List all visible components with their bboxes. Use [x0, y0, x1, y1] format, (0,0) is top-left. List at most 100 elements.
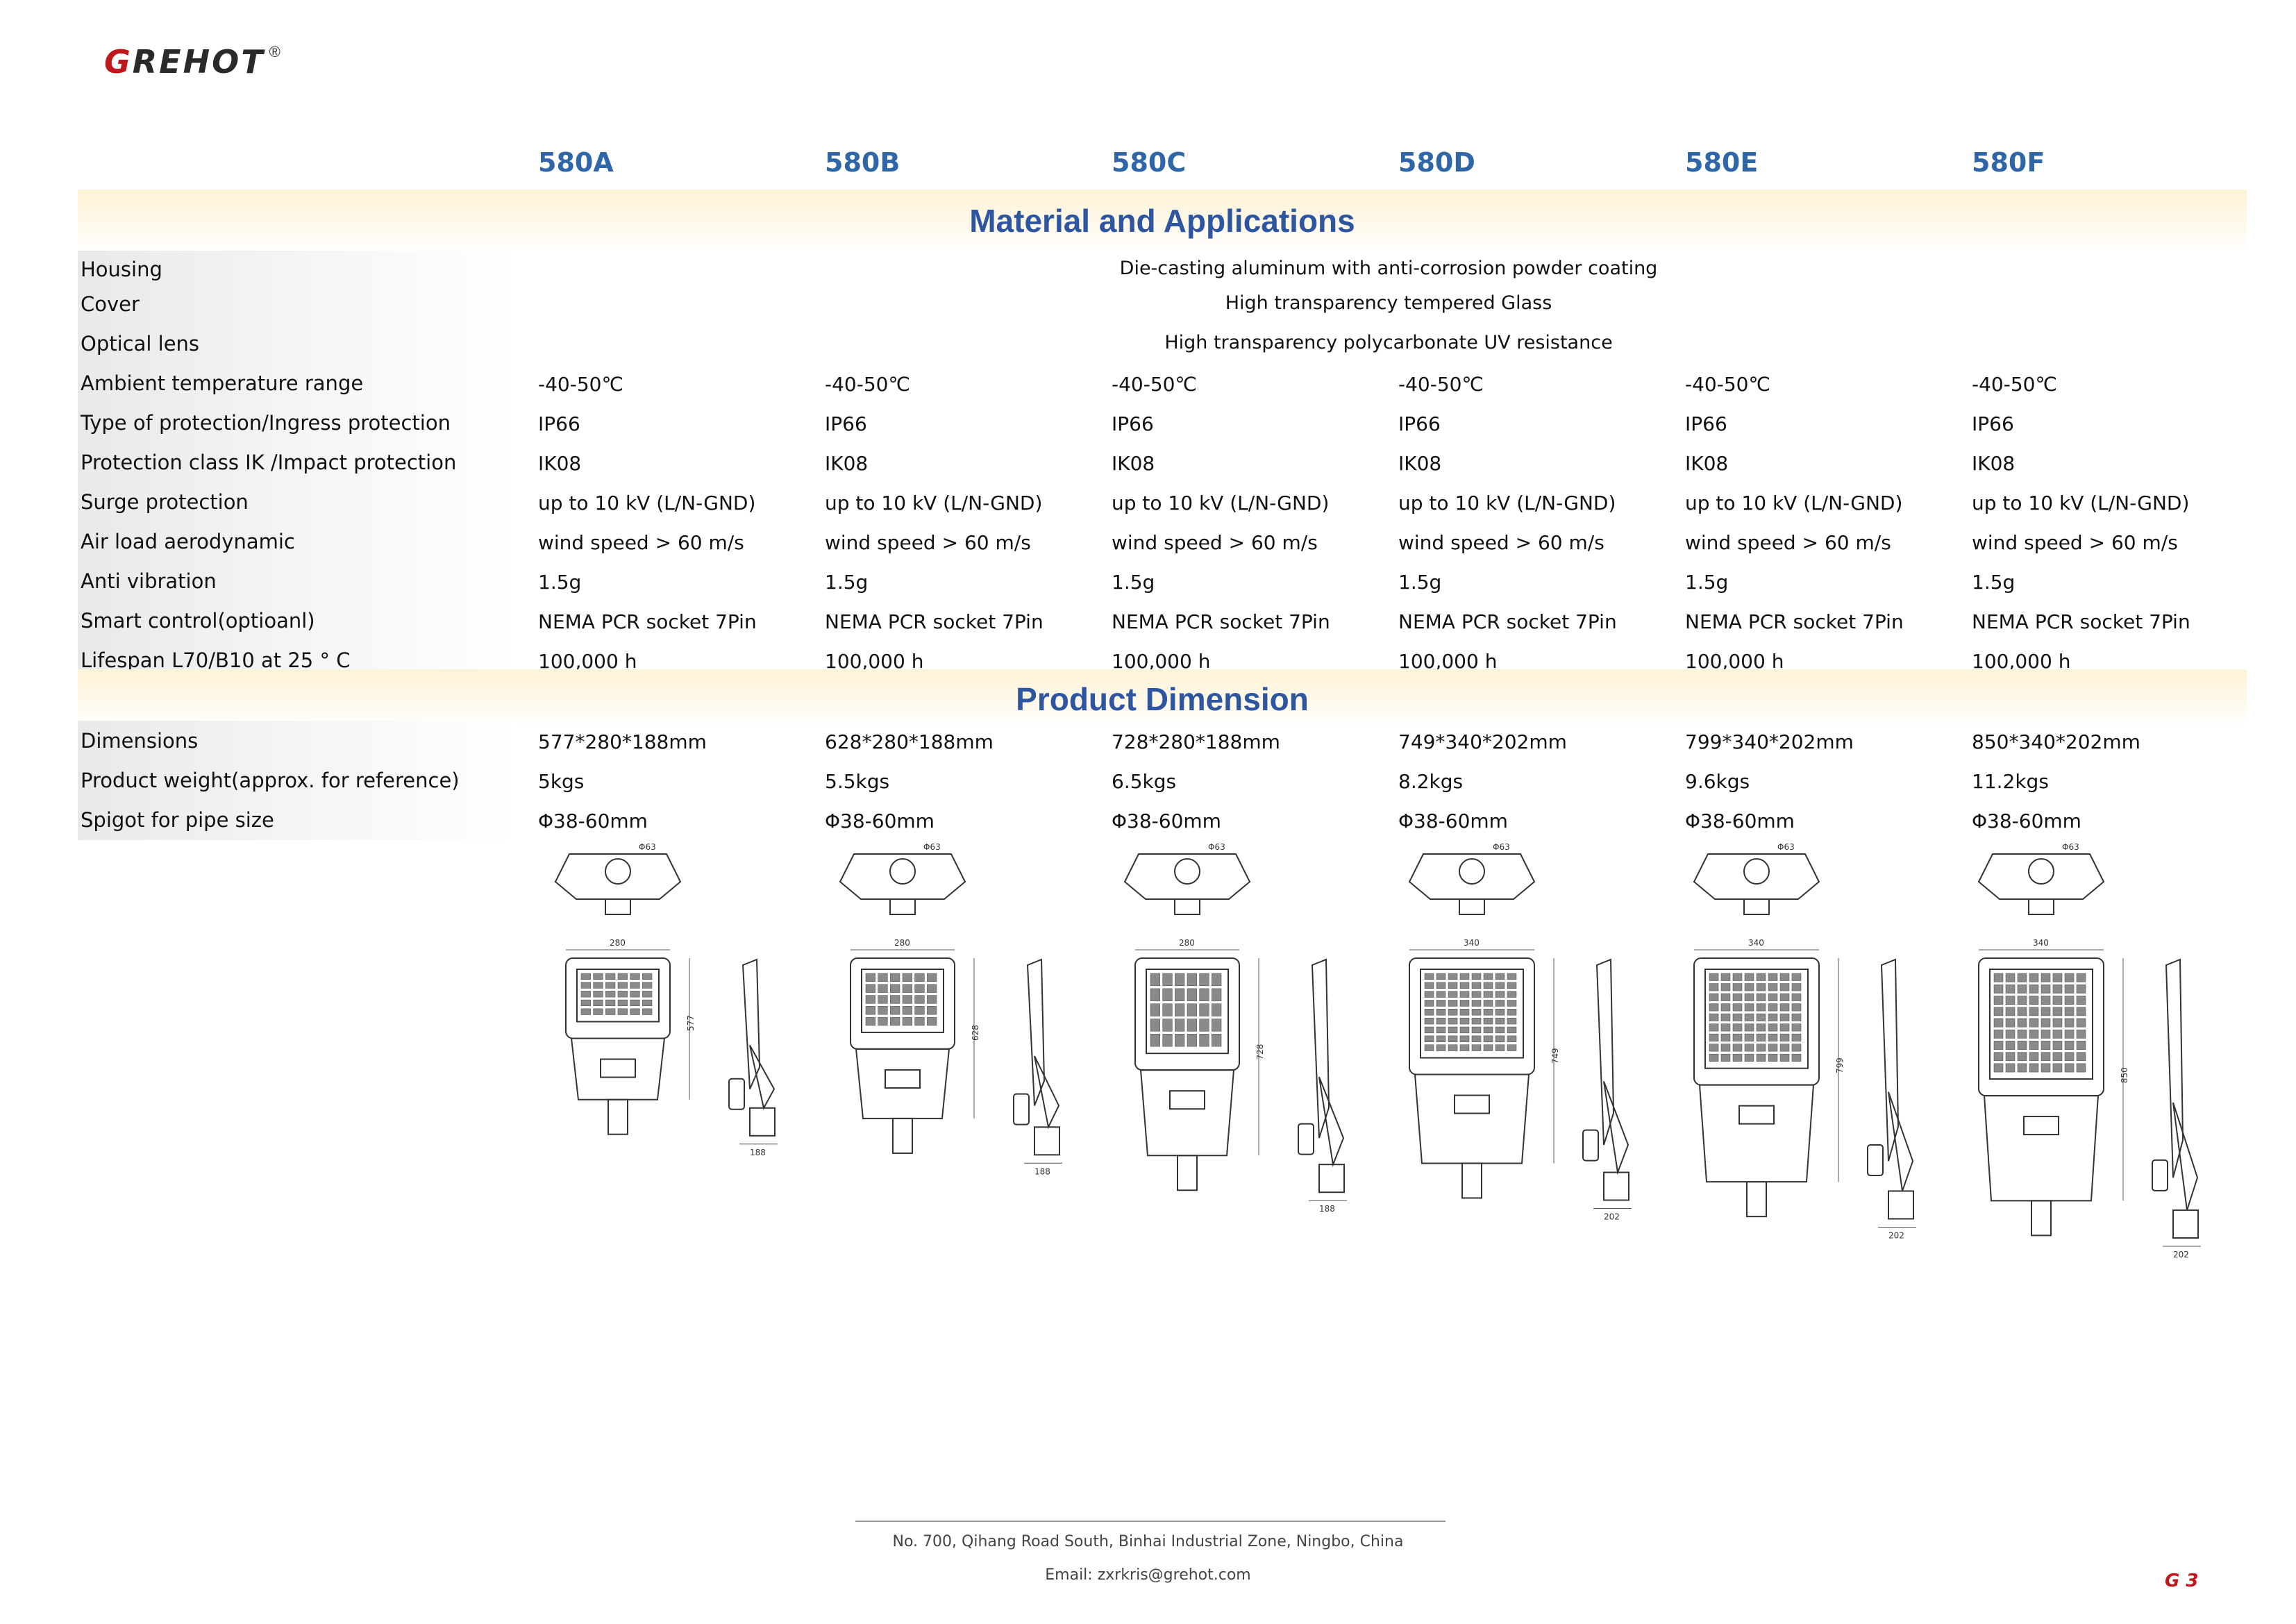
led-chip: [2017, 996, 2027, 1005]
led-chip: [2005, 984, 2016, 994]
led-chip: [2005, 973, 2016, 982]
led-chip: [1732, 993, 1743, 1001]
model-header-row: 580A 580B 580C 580D 580E 580F: [0, 147, 2296, 189]
led-chip: [1993, 973, 2004, 982]
led-chip: [1212, 973, 1222, 987]
cell-580D: up to 10 kV (L/N-GND): [1398, 492, 1616, 514]
led-chip: [580, 991, 591, 998]
led-chip: [1507, 1017, 1517, 1025]
material-section-title: Material and Applications: [969, 203, 1355, 239]
row-label: Spigot for pipe size: [81, 808, 274, 832]
label-plate: [600, 1058, 636, 1078]
width-dim-label: 280: [894, 938, 910, 948]
led-chip: [914, 995, 925, 1004]
led-chip: [1756, 993, 1766, 1001]
led-chip: [630, 1008, 640, 1015]
lamp-body: [855, 1048, 950, 1119]
led-chip: [1791, 983, 1802, 991]
cell-580A: IK08: [538, 452, 582, 475]
led-chip: [1459, 1035, 1470, 1042]
led-chip: [1756, 1033, 1766, 1041]
led-chip: [1495, 1000, 1505, 1007]
pipe-diameter-label: Φ63: [1208, 842, 1225, 852]
led-chip: [1483, 1009, 1493, 1016]
depth-dim-label: 202: [2173, 1250, 2189, 1259]
led-chip: [2005, 1052, 2016, 1062]
led-chip: [1424, 1000, 1434, 1007]
led-chip: [2064, 1018, 2075, 1028]
cell-580C: IK08: [1112, 452, 1155, 475]
led-chip: [1495, 991, 1505, 998]
row-shared-value: High transparency tempered Glass: [1225, 292, 1552, 314]
led-chip: [2052, 973, 2063, 982]
row-label: Smart control(optioanl): [81, 609, 315, 633]
led-chip: [1495, 1009, 1505, 1016]
pipe-diameter-label: Φ63: [2062, 842, 2079, 852]
led-chip: [878, 973, 888, 982]
led-chip: [1436, 1009, 1446, 1016]
side-view-spigot: [1888, 1190, 1914, 1220]
led-chip: [1212, 988, 1222, 1001]
cell-580C: -40-50℃: [1112, 373, 1197, 396]
led-chip: [1483, 1017, 1493, 1025]
led-chip: [1483, 1026, 1493, 1034]
width-dim-label: 280: [610, 938, 626, 948]
led-chip: [1993, 996, 2004, 1005]
led-chip: [2005, 1041, 2016, 1050]
led-chip: [2029, 996, 2039, 1005]
cell-580E: 100,000 h: [1685, 650, 1784, 673]
side-view-spigot: [1034, 1126, 1060, 1156]
led-chip: [1436, 991, 1446, 998]
led-chip: [2041, 984, 2051, 994]
cell-580E: up to 10 kV (L/N-GND): [1685, 492, 1903, 514]
led-chip: [593, 973, 603, 980]
led-panel: [861, 969, 944, 1033]
led-chip: [1720, 993, 1731, 1001]
led-chip: [1768, 1053, 1778, 1062]
led-chip: [1448, 1035, 1458, 1042]
led-chip: [1791, 1044, 1802, 1052]
led-chip: [1199, 973, 1209, 987]
led-chip: [2076, 1029, 2086, 1039]
led-chip: [1791, 973, 1802, 981]
side-view-head: [1595, 958, 1615, 1146]
led-chip: [1187, 988, 1197, 1001]
cell-580A: -40-50℃: [538, 373, 623, 396]
cell-580F: IP66: [1972, 412, 2014, 435]
cell-580B: up to 10 kV (L/N-GND): [825, 492, 1043, 514]
led-chip: [605, 982, 616, 989]
cell-580C: wind speed > 60 m/s: [1112, 531, 1318, 554]
led-chip: [1791, 1003, 1802, 1012]
led-chip: [1436, 1017, 1446, 1025]
led-chip: [2064, 984, 2075, 994]
led-chip: [1471, 973, 1482, 980]
led-panel: [1420, 969, 1524, 1059]
side-view-spigot: [1318, 1164, 1345, 1194]
led-chip: [1768, 983, 1778, 991]
led-chip: [2076, 1041, 2086, 1050]
lamp-body: [1983, 1095, 2100, 1202]
cell-580A: 100,000 h: [538, 650, 637, 673]
led-chip: [1495, 1035, 1505, 1042]
led-chip: [1768, 973, 1778, 981]
led-chip: [914, 1016, 925, 1026]
lamp-body: [1698, 1084, 1815, 1183]
led-chip: [617, 982, 628, 989]
led-chip: [1495, 1017, 1505, 1025]
led-chip: [878, 995, 888, 1004]
led-chip: [1187, 1034, 1197, 1047]
led-chip: [1993, 1063, 2004, 1073]
cell-580B: 1.5g: [825, 571, 869, 594]
led-panel: [1704, 969, 1809, 1069]
led-chip: [642, 991, 653, 998]
led-chip: [865, 1006, 875, 1015]
end-view-socket: [889, 858, 916, 885]
led-chip: [1424, 1035, 1434, 1042]
led-chip: [1459, 1026, 1470, 1034]
label-plate: [1454, 1094, 1490, 1114]
